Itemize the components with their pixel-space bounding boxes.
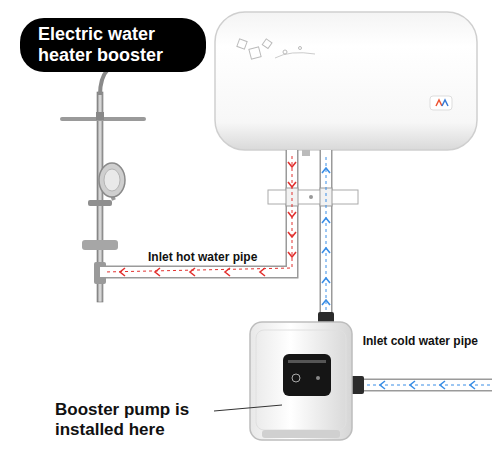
pipe-label: Inlet cold water pipe <box>360 334 478 348</box>
pipe-label: Booster pump is installed here <box>55 400 235 441</box>
water-heater-tank <box>215 12 477 150</box>
booster-pump <box>250 312 364 440</box>
title-text: Electric water heater booster <box>38 24 188 65</box>
pipe-label: Inlet hot water pipe <box>148 250 288 264</box>
title-pill: Electric water heater booster <box>20 18 206 72</box>
hot-flow-arrows <box>104 156 296 276</box>
leader-line <box>214 405 282 411</box>
